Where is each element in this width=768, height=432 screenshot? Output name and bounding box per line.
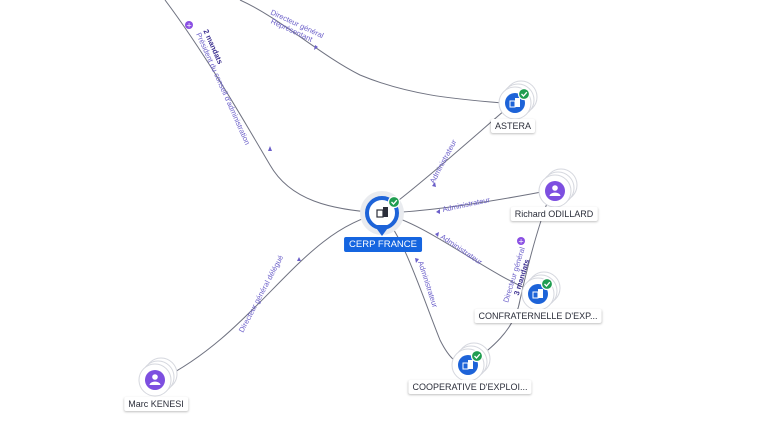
- company-building-icon: [509, 98, 520, 108]
- verified-check-icon: [517, 87, 531, 101]
- richard-dg-plus-glyph: +: [518, 238, 524, 246]
- node-label-marc-kenesi[interactable]: Marc KENESI: [124, 397, 188, 411]
- arrow-coop-admin: [415, 258, 419, 263]
- verified-check-icon: [387, 195, 401, 209]
- company-building-icon: [376, 207, 388, 218]
- person-icon: [549, 185, 561, 196]
- edge-label-directeur-general-top: Directeur général Représentant: [269, 8, 325, 45]
- node-label-confraternelle[interactable]: CONFRATERNELLE D'EXP...: [474, 309, 602, 323]
- node-label-cooperative[interactable]: COOPERATIVE D'EXPLOI...: [408, 380, 532, 394]
- arrow-marc-dgd: [297, 257, 301, 261]
- company-building-icon: [462, 360, 473, 370]
- edge-president: [164, 0, 383, 214]
- node-confraternelle[interactable]: [521, 271, 561, 311]
- node-richard-odillard[interactable]: [538, 168, 578, 208]
- node-marc-kenesi[interactable]: [138, 357, 178, 397]
- edge-label-richard-admin: Administrateur: [442, 195, 492, 214]
- arrow-president: [268, 146, 272, 151]
- node-label-richard-odillard[interactable]: Richard ODILLARD: [510, 207, 598, 221]
- node-label-astera[interactable]: ASTERA: [490, 119, 536, 133]
- svg-text:Président du conseil d'adminis: Président du conseil d'administration: [194, 31, 252, 146]
- edge-directeur-general-top: [239, 0, 513, 105]
- svg-text:Administrateur: Administrateur: [439, 232, 485, 267]
- arrow-astera-admin: [432, 182, 436, 187]
- president-plus-glyph: +: [186, 22, 192, 30]
- svg-text:Administrateur: Administrateur: [428, 138, 459, 185]
- edge-label-astera-admin: Administrateur: [428, 138, 459, 185]
- edge-label-marc-dgd: Directeur général délégué: [237, 254, 285, 334]
- verified-check-icon: [540, 277, 554, 291]
- edge-label-coop-admin: Administrateur: [416, 260, 440, 309]
- richard-dg-plus-badge: [517, 237, 525, 245]
- arrow-dg-top: [314, 45, 318, 50]
- node-cerp-france[interactable]: [360, 191, 404, 236]
- arrow-confra-admin: [435, 232, 439, 237]
- edge-label-president: Président du conseil d'administration 2 …: [194, 28, 252, 146]
- node-label-cerp-france[interactable]: CERP FRANCE: [344, 237, 422, 252]
- person-icon: [149, 374, 161, 385]
- svg-text:Administrateur: Administrateur: [416, 260, 440, 309]
- verified-check-icon: [470, 349, 484, 363]
- president-plus-badge: [185, 21, 193, 29]
- svg-text:Administrateur: Administrateur: [442, 195, 492, 214]
- edge-marc-dgd: [159, 212, 383, 381]
- node-cooperative[interactable]: [451, 342, 491, 382]
- svg-text:Directeur général délégué: Directeur général délégué: [237, 254, 285, 334]
- arrow-richard-admin: [436, 209, 440, 214]
- node-astera[interactable]: [498, 80, 538, 120]
- company-building-icon: [532, 289, 543, 299]
- edge-label-confra-admin: Administrateur: [439, 232, 485, 267]
